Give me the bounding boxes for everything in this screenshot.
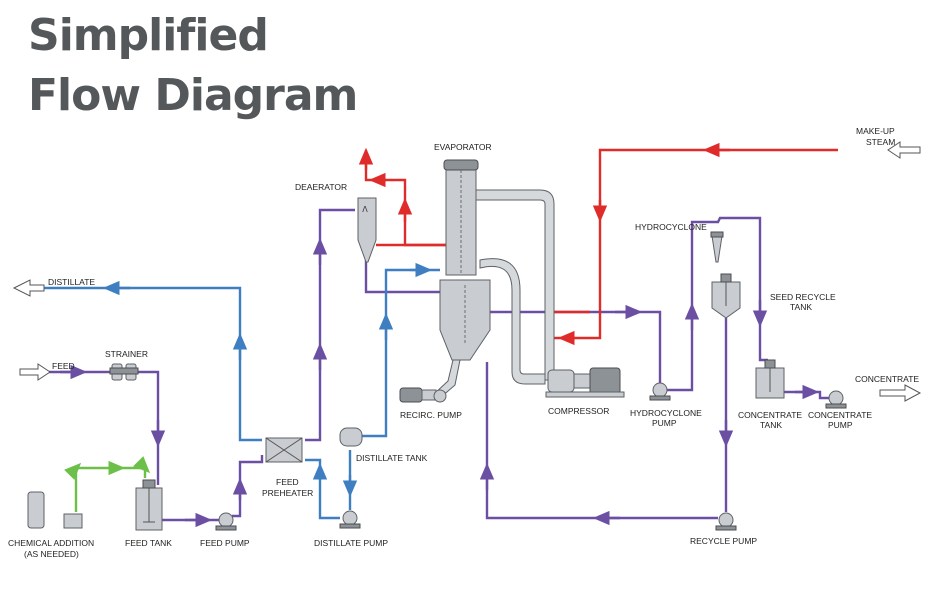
distillate-line [30,286,262,442]
label-hydrocyclone: HYDROCYCLONE [635,222,707,232]
recirc-pump [399,387,447,403]
feed-pump [215,512,237,531]
label-feed-tank: FEED TANK [125,538,172,548]
chemical-addition-tank [27,491,83,529]
steam-inlet-arrow [887,141,921,159]
label-feed-pump: FEED PUMP [200,538,250,548]
label-concentrate-tank-1: CONCENTRATE [738,410,802,420]
deaerator: Λ [357,197,377,263]
label-feed-preheater-1: FEED [276,477,299,487]
feed-preheater [265,437,303,463]
label-seed-recycle-tank-2: TANK [790,302,812,312]
label-distillate-pump: DISTILLATE PUMP [314,538,388,548]
hydrocyclone [710,231,724,263]
label-chemical-addition-1: CHEMICAL ADDITION [8,538,94,548]
label-concentrate-pump-1: CONCENTRATE [808,410,872,420]
chemical-line [64,456,151,512]
label-distillate: DISTILLATE [48,277,95,287]
title-line-2: Flow Diagram [28,70,358,121]
label-seed-recycle-tank-1: SEED RECYCLE [770,292,836,302]
title-line-1: Simplified [28,10,269,61]
label-distillate-tank: DISTILLATE TANK [356,453,428,463]
label-recirc-pump: RECIRC. PUMP [400,410,462,420]
label-chemical-addition-2: (AS NEEDED) [24,549,79,559]
label-compressor: COMPRESSOR [548,406,609,416]
compressor [545,367,625,398]
label-feed-preheater-2: PREHEATER [262,488,313,498]
label-feed: FEED [52,361,75,371]
label-strainer: STRAINER [105,349,148,359]
label-hydrocyclone-pump-1: HYDROCYCLONE [630,408,702,418]
label-concentrate: CONCENTRATE [855,374,919,384]
concentrate-outlet-arrow [879,384,922,402]
label-concentrate-tank-2: TANK [760,420,782,430]
hydrocyclone-pump [649,382,671,401]
distillate-outlet-arrow [12,279,45,297]
concentrate-pump [825,390,847,409]
label-makeup-steam-2: STEAM [866,137,895,147]
seed-recycle-tank [711,273,741,319]
label-concentrate-pump-2: PUMP [828,420,853,430]
label-deaerator: DEAERATOR [295,182,347,192]
distillate-pump [339,510,361,529]
label-evaporator: EVAPORATOR [434,142,492,152]
evaporator [432,159,555,399]
svg-text:Λ: Λ [362,205,368,214]
feed-tank [135,479,163,531]
distillate-tank [339,427,363,447]
strainer [109,363,139,381]
recycle-pump [715,512,737,531]
label-makeup-steam-1: MAKE-UP [856,126,895,136]
label-recycle-pump: RECYCLE PUMP [690,536,757,546]
concentrate-tank [755,359,785,399]
label-hydrocyclone-pump-2: PUMP [652,418,677,428]
feed-inlet-arrow [19,363,51,381]
